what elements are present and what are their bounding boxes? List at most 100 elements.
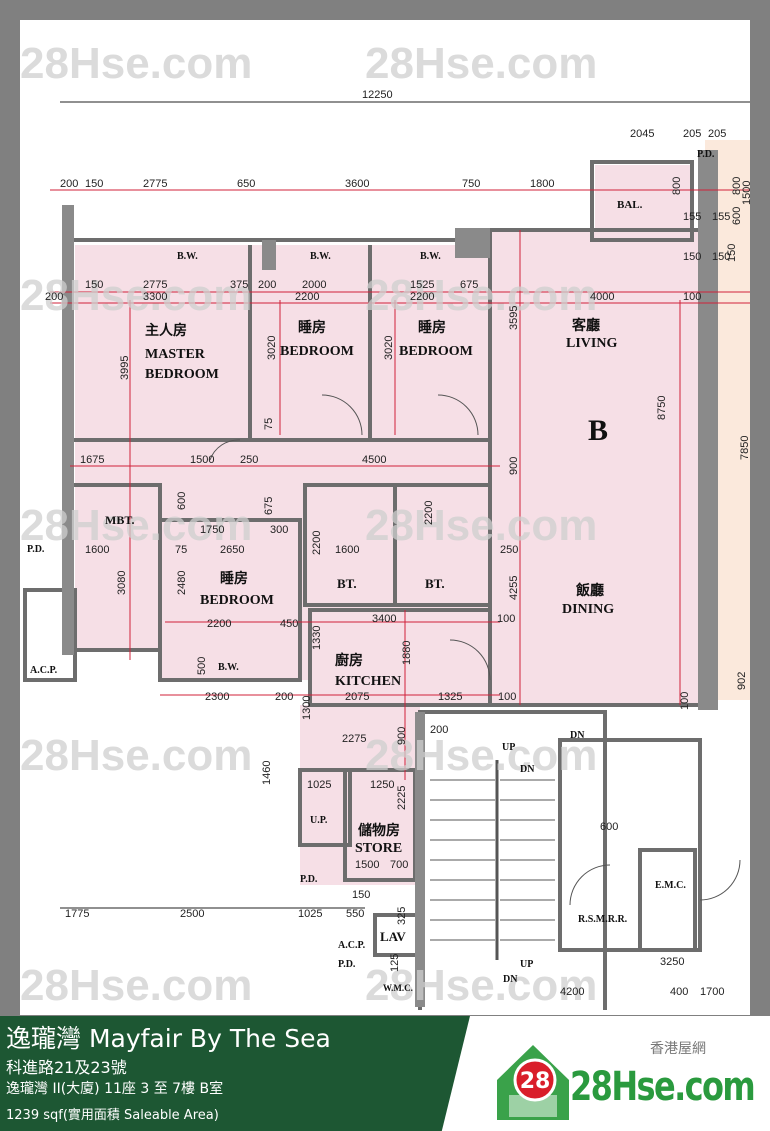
dimension-lines: [50, 189, 750, 780]
dimension-label: 1880: [401, 641, 413, 665]
svg-text:睡房: 睡房: [298, 319, 326, 336]
svg-text:B.W.: B.W.: [310, 251, 331, 262]
svg-text:28Hse.com: 28Hse.com: [20, 961, 252, 1010]
svg-text:28Hse.com: 28Hse.com: [20, 39, 252, 88]
dimension-label: 2500: [180, 908, 204, 920]
dimension-label: 600: [731, 207, 743, 225]
dimension-label: 1250: [370, 779, 394, 791]
dimension-label: 1800: [530, 178, 554, 190]
dimension-label: 150: [85, 279, 103, 291]
dimension-label: 8750: [656, 396, 668, 420]
dimension-label: 150: [352, 889, 370, 901]
svg-text:睡房: 睡房: [418, 319, 446, 336]
dimension-label: 325: [396, 907, 408, 925]
svg-text:U.P.: U.P.: [310, 815, 328, 826]
svg-text:BT.: BT.: [425, 576, 445, 591]
dimension-label: 2300: [205, 691, 229, 703]
svg-text:UP: UP: [520, 959, 533, 970]
dimension-label: 1325: [438, 691, 462, 703]
dimension-label: 250: [500, 544, 518, 556]
listing-footer: 逸瓏灣 Mayfair By The Sea 科進路21及23號 逸瓏灣 II(…: [0, 1016, 770, 1131]
svg-text:A.C.P.: A.C.P.: [30, 665, 58, 676]
dimension-label: 2075: [345, 691, 369, 703]
estate-title: 逸瓏灣 Mayfair By The Sea: [6, 1024, 331, 1053]
saleable-area: 1239 sqf(實用面積 Saleable Area): [6, 1108, 219, 1123]
dimension-label: 2200: [410, 291, 434, 303]
dimension-label: 250: [240, 454, 258, 466]
svg-text:28Hse.com: 28Hse.com: [20, 501, 252, 550]
dimension-label: 600: [600, 821, 618, 833]
dimension-label: 75: [175, 544, 187, 556]
dimension-label: 155: [712, 211, 730, 223]
logo-chinese-text: 香港屋網: [650, 1041, 706, 1057]
dimension-label: 1700: [700, 986, 724, 998]
dimension-label: 900: [396, 727, 408, 745]
svg-text:P.D.: P.D.: [697, 149, 715, 160]
svg-text:BEDROOM: BEDROOM: [280, 344, 354, 359]
dimension-label: 1460: [261, 761, 273, 785]
dimension-label: 2200: [295, 291, 319, 303]
svg-text:睡房: 睡房: [220, 570, 248, 587]
staircase: [430, 760, 555, 960]
svg-text:DN: DN: [503, 974, 518, 985]
dimension-label: 1750: [200, 524, 224, 536]
dimension-label: 550: [346, 908, 364, 920]
dimension-label: 675: [263, 497, 275, 515]
dimension-label: 125: [389, 954, 401, 972]
svg-text:28Hse.com: 28Hse.com: [365, 961, 597, 1010]
dimension-label: 200: [258, 279, 276, 291]
svg-text:28Hse.com: 28Hse.com: [365, 731, 597, 780]
dimension-label: 2480: [176, 571, 188, 595]
dimension-label: 2045: [630, 128, 654, 140]
unit-description: 逸瓏灣 II(大廈) 11座 3 至 7樓 B室: [6, 1081, 224, 1097]
svg-text:MBT.: MBT.: [105, 513, 134, 527]
door-swings: [209, 394, 741, 906]
dimension-label: 100: [679, 692, 691, 710]
svg-text:儲物房: 儲物房: [357, 822, 400, 839]
svg-text:P.D.: P.D.: [27, 544, 45, 555]
svg-text:UP: UP: [502, 742, 515, 753]
dimension-label: 4200: [560, 986, 584, 998]
dimension-label: 4000: [590, 291, 614, 303]
dimension-label: 150: [683, 251, 701, 263]
overall-width-label: 12250: [362, 89, 393, 101]
dimension-label: 3600: [345, 178, 369, 190]
dimension-label: 1500: [190, 454, 214, 466]
svg-text:B.W.: B.W.: [218, 662, 239, 673]
dimension-label: 3595: [508, 306, 520, 330]
svg-text:DN: DN: [570, 730, 585, 741]
dimension-label: 150: [712, 251, 730, 263]
dimension-label: 1600: [85, 544, 109, 556]
dimension-label: 675: [460, 279, 478, 291]
dimension-label: 1025: [298, 908, 322, 920]
dimension-label: 100: [683, 291, 701, 303]
dimension-label: 3020: [383, 336, 395, 360]
dimension-label: 3400: [372, 613, 396, 625]
dimension-label: 3995: [119, 356, 131, 380]
dimension-label: 3300: [143, 291, 167, 303]
room-fills: [75, 140, 750, 885]
dimension-label: 650: [237, 178, 255, 190]
svg-text:KITCHEN: KITCHEN: [335, 674, 401, 689]
svg-text:B.W.: B.W.: [420, 251, 441, 262]
dimension-label: 2775: [143, 178, 167, 190]
dimension-label: 2650: [220, 544, 244, 556]
dimension-label: 205: [708, 128, 726, 140]
dimension-label: 1525: [410, 279, 434, 291]
svg-text:BT.: BT.: [337, 576, 357, 591]
watermarks: 28Hse.com 28Hse.com 28Hse.com 28Hse.com …: [20, 39, 597, 1010]
dimension-label: 2225: [396, 786, 408, 810]
svg-text:28: 28: [520, 1069, 551, 1094]
dimension-label: 1775: [65, 908, 89, 920]
dimension-label: 900: [508, 457, 520, 475]
svg-text:飯廳: 飯廳: [575, 582, 604, 599]
dimension-label: 500: [196, 657, 208, 675]
dimension-label: 150: [726, 244, 738, 262]
svg-text:28Hse.com: 28Hse.com: [20, 271, 252, 320]
unit-letter: B: [588, 414, 608, 447]
dimension-label: 300: [270, 524, 288, 536]
dimension-label: 1330: [311, 626, 323, 650]
dimension-label: 450: [280, 618, 298, 630]
dimension-label: 1500: [741, 181, 750, 205]
dimension-label: 2200: [311, 531, 323, 555]
